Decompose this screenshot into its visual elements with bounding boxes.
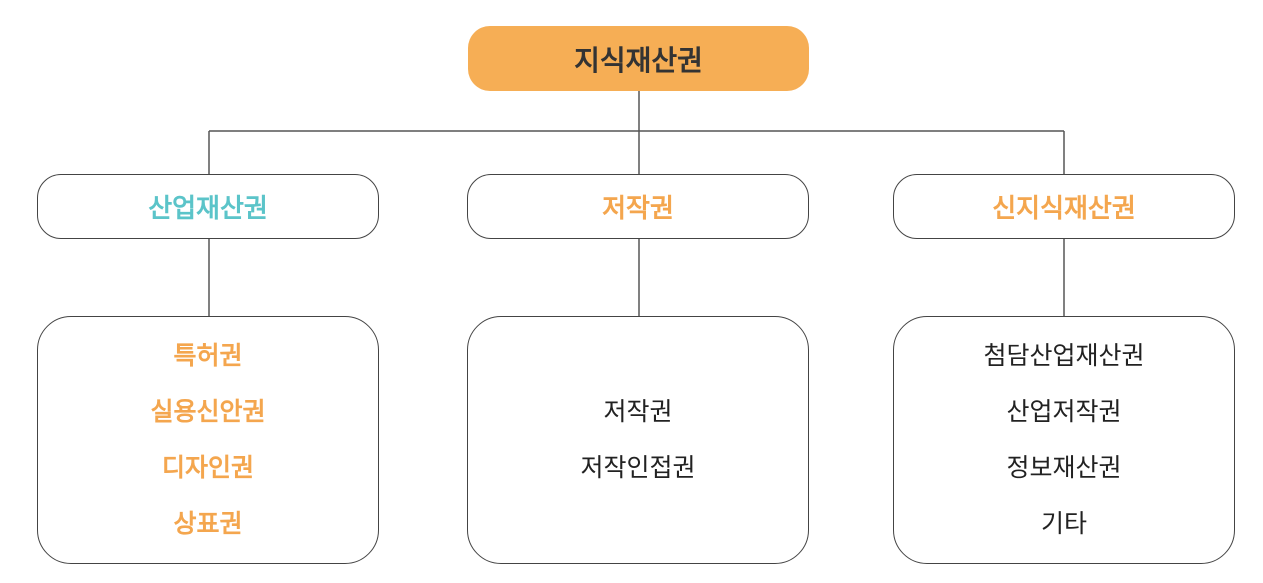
- detail-box-copyright: 저작권 저작인접권: [467, 316, 809, 564]
- detail-item: 기타: [1040, 509, 1087, 538]
- detail-item: 산업저작권: [1006, 397, 1122, 426]
- detail-item: 저작권: [603, 397, 673, 426]
- detail-item: 정보재산권: [1006, 453, 1122, 482]
- detail-item: 첨담산업재산권: [983, 341, 1145, 370]
- category-label-new-ip: 신지식재산권: [992, 194, 1136, 224]
- category-label-industrial-property: 산업재산권: [148, 194, 268, 224]
- category-node-industrial-property: 산업재산권: [37, 174, 379, 239]
- detail-box-industrial-property: 특허권 실용신안권 디자인권 상표권: [37, 316, 379, 564]
- detail-item: 특허권: [173, 341, 243, 370]
- category-label-copyright: 저작권: [602, 194, 674, 224]
- detail-item: 저작인접권: [580, 453, 696, 482]
- category-node-new-ip: 신지식재산권: [893, 174, 1235, 239]
- root-node-label: 지식재산권: [574, 43, 703, 77]
- detail-item: 실용신안권: [150, 397, 266, 426]
- detail-box-new-ip: 첨담산업재산권 산업저작권 정보재산권 기타: [893, 316, 1235, 564]
- detail-item: 디자인권: [161, 453, 254, 482]
- category-node-copyright: 저작권: [467, 174, 809, 239]
- detail-item: 상표권: [173, 509, 243, 538]
- root-node: 지식재산권: [468, 26, 809, 91]
